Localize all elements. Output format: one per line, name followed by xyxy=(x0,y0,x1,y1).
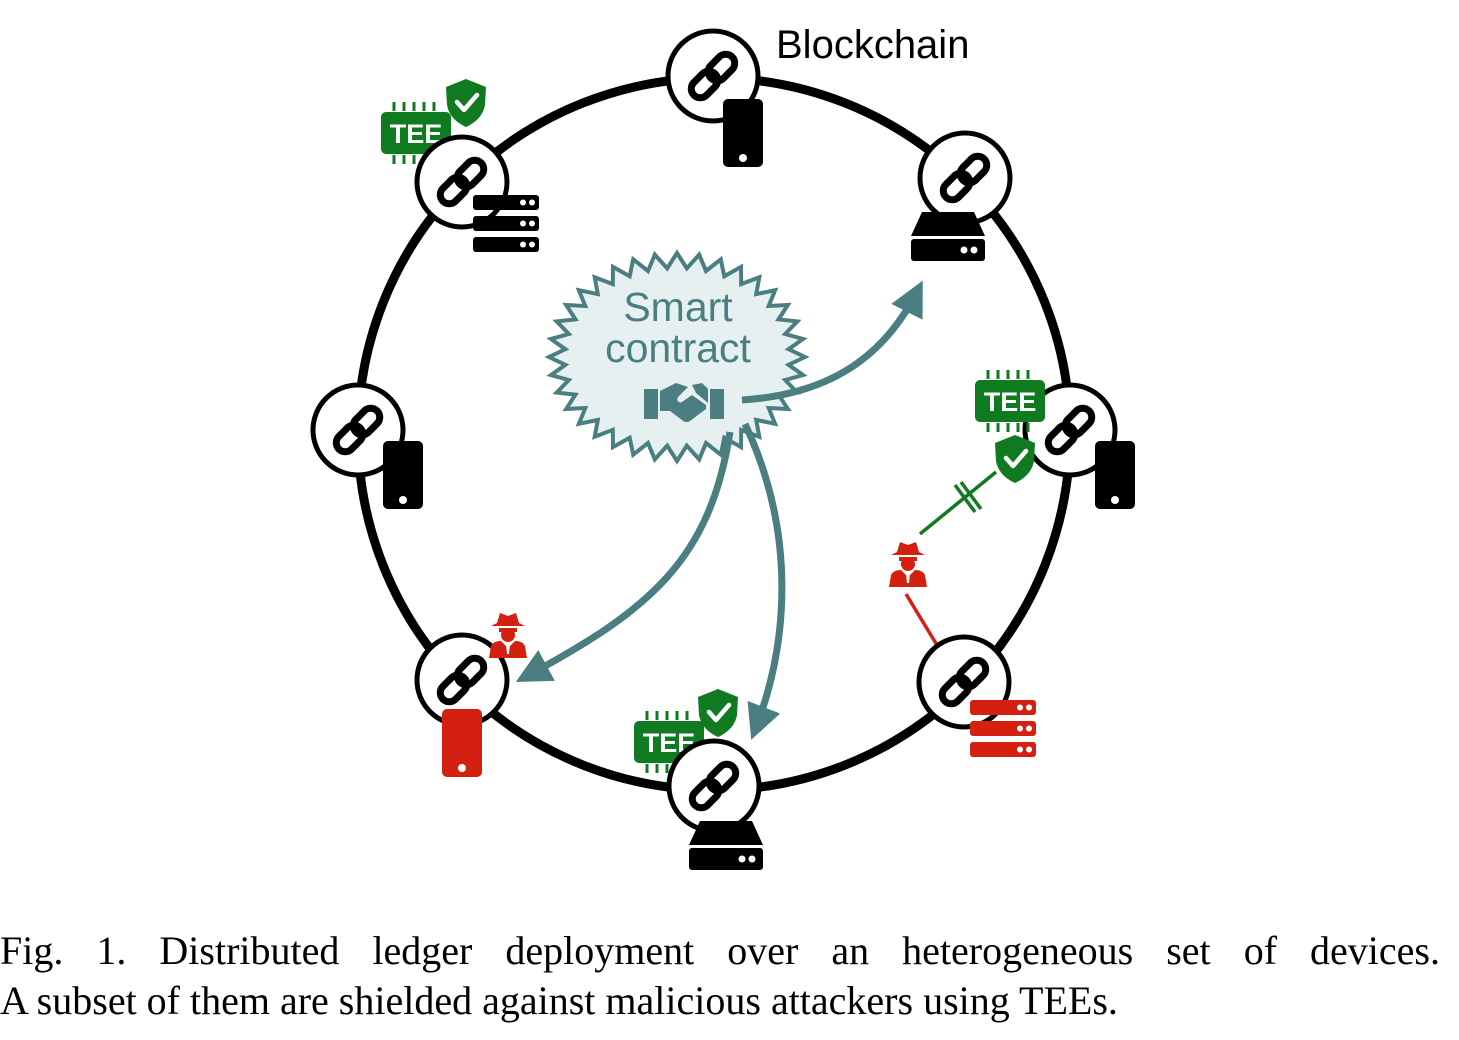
smart-contract-starburst xyxy=(544,249,810,465)
contract-arrow-bottom xyxy=(741,422,786,740)
node-right: TEE xyxy=(973,368,1135,509)
shield-check-icon xyxy=(446,79,486,127)
node-bottom: TEE xyxy=(632,689,763,870)
server-rack-icon xyxy=(970,700,1036,757)
attacker-icon xyxy=(889,542,927,587)
node-top-right xyxy=(911,133,1010,261)
contract-arrow-top-right xyxy=(741,280,923,404)
server-rack-icon xyxy=(473,195,539,252)
blockchain-diagram: Blockchain Smart contract TEE TEE xyxy=(0,23,1135,870)
server-drive-icon xyxy=(911,212,985,261)
phone-icon xyxy=(383,441,423,509)
chain-link-icon xyxy=(669,741,759,831)
chain-link-icon xyxy=(417,137,507,227)
node-bottom-left xyxy=(417,613,527,777)
node-left xyxy=(313,385,423,509)
node-bottom-right xyxy=(919,637,1036,757)
caption-line-1: Fig. 1. Distributed ledger deployment ov… xyxy=(0,928,1440,973)
phone-icon xyxy=(442,709,482,777)
phone-icon xyxy=(1095,441,1135,509)
phone-icon xyxy=(723,99,763,167)
chain-link-icon xyxy=(920,133,1010,223)
smart-contract-label-line2: contract xyxy=(605,325,751,371)
shield-check-icon xyxy=(995,435,1035,483)
handshake-icon xyxy=(644,383,724,423)
blockchain-label: Blockchain xyxy=(776,23,969,67)
attacker-icon xyxy=(489,613,527,658)
caption-line-2: A subset of them are shielded against ma… xyxy=(0,978,1118,1023)
server-drive-icon xyxy=(689,821,763,870)
node-top xyxy=(668,31,763,167)
smart-contract-label-line1: Smart xyxy=(623,284,733,330)
blocked-attack-line xyxy=(918,470,998,536)
contract-arrow-bottom-left xyxy=(515,431,734,682)
node-top-left: TEE xyxy=(379,79,539,252)
figure-caption: Fig. 1. Distributed ledger deployment ov… xyxy=(0,926,1440,1026)
tee-badge-label: TEE xyxy=(984,387,1037,417)
